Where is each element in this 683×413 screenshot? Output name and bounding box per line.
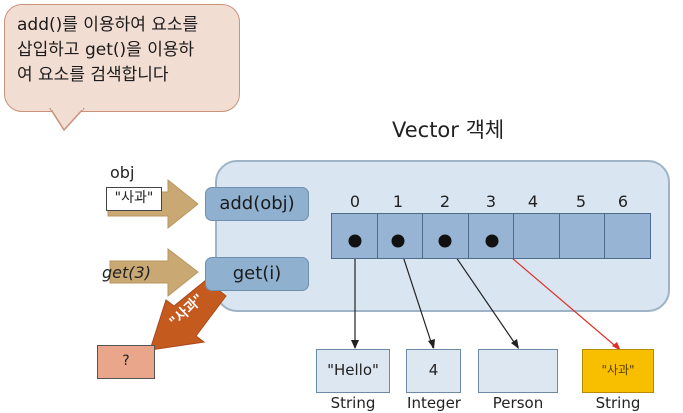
vector-cell bbox=[514, 214, 560, 258]
result-box: ? bbox=[97, 345, 155, 379]
return-output-arrow bbox=[149, 279, 227, 351]
type-label-person: Person bbox=[492, 394, 544, 412]
callout-tail bbox=[49, 108, 86, 132]
vector-cell bbox=[605, 214, 651, 258]
index-4: 4 bbox=[527, 192, 539, 211]
index-2: 2 bbox=[439, 192, 451, 211]
add-method-button[interactable]: add(obj) bbox=[205, 187, 309, 221]
callout-line-3: 여 요소를 검색합니다 bbox=[17, 65, 169, 85]
reference-dot bbox=[438, 234, 452, 248]
obj-label: obj bbox=[110, 163, 135, 182]
object-box-integer: 4 bbox=[406, 349, 461, 393]
object-box-hello: "Hello" bbox=[316, 349, 390, 393]
callout-line-2: 삽입하고 get()을 이용하 bbox=[17, 40, 195, 60]
vector-cells bbox=[331, 213, 651, 259]
type-label-string-2: String bbox=[595, 394, 641, 412]
type-label-integer: Integer bbox=[407, 394, 461, 412]
callout-bubble: add()를 이용하여 요소를 삽입하고 get()을 이용하 여 요소를 검색… bbox=[4, 4, 240, 112]
index-1: 1 bbox=[392, 192, 404, 211]
index-6: 6 bbox=[617, 192, 629, 211]
obj-value-box: "사과" bbox=[106, 187, 162, 211]
reference-dot bbox=[348, 234, 362, 248]
get-call-label: get(3) bbox=[102, 263, 151, 282]
reference-dot bbox=[391, 234, 405, 248]
type-label-string: String bbox=[330, 394, 376, 412]
pointer-line-3 bbox=[491, 240, 621, 351]
index-3: 3 bbox=[485, 192, 497, 211]
object-box-apple: "사과" bbox=[582, 349, 654, 393]
object-box-person bbox=[478, 349, 558, 393]
get-method-button[interactable]: get(i) bbox=[205, 257, 309, 291]
vector-cell bbox=[559, 214, 606, 258]
index-5: 5 bbox=[575, 192, 587, 211]
diagram-title: Vector 객체 bbox=[392, 118, 505, 142]
get-input-arrow bbox=[109, 247, 199, 298]
reference-dot bbox=[485, 234, 499, 248]
callout-line-1: add()를 이용하여 요소를 bbox=[17, 15, 199, 35]
index-0: 0 bbox=[349, 192, 361, 211]
